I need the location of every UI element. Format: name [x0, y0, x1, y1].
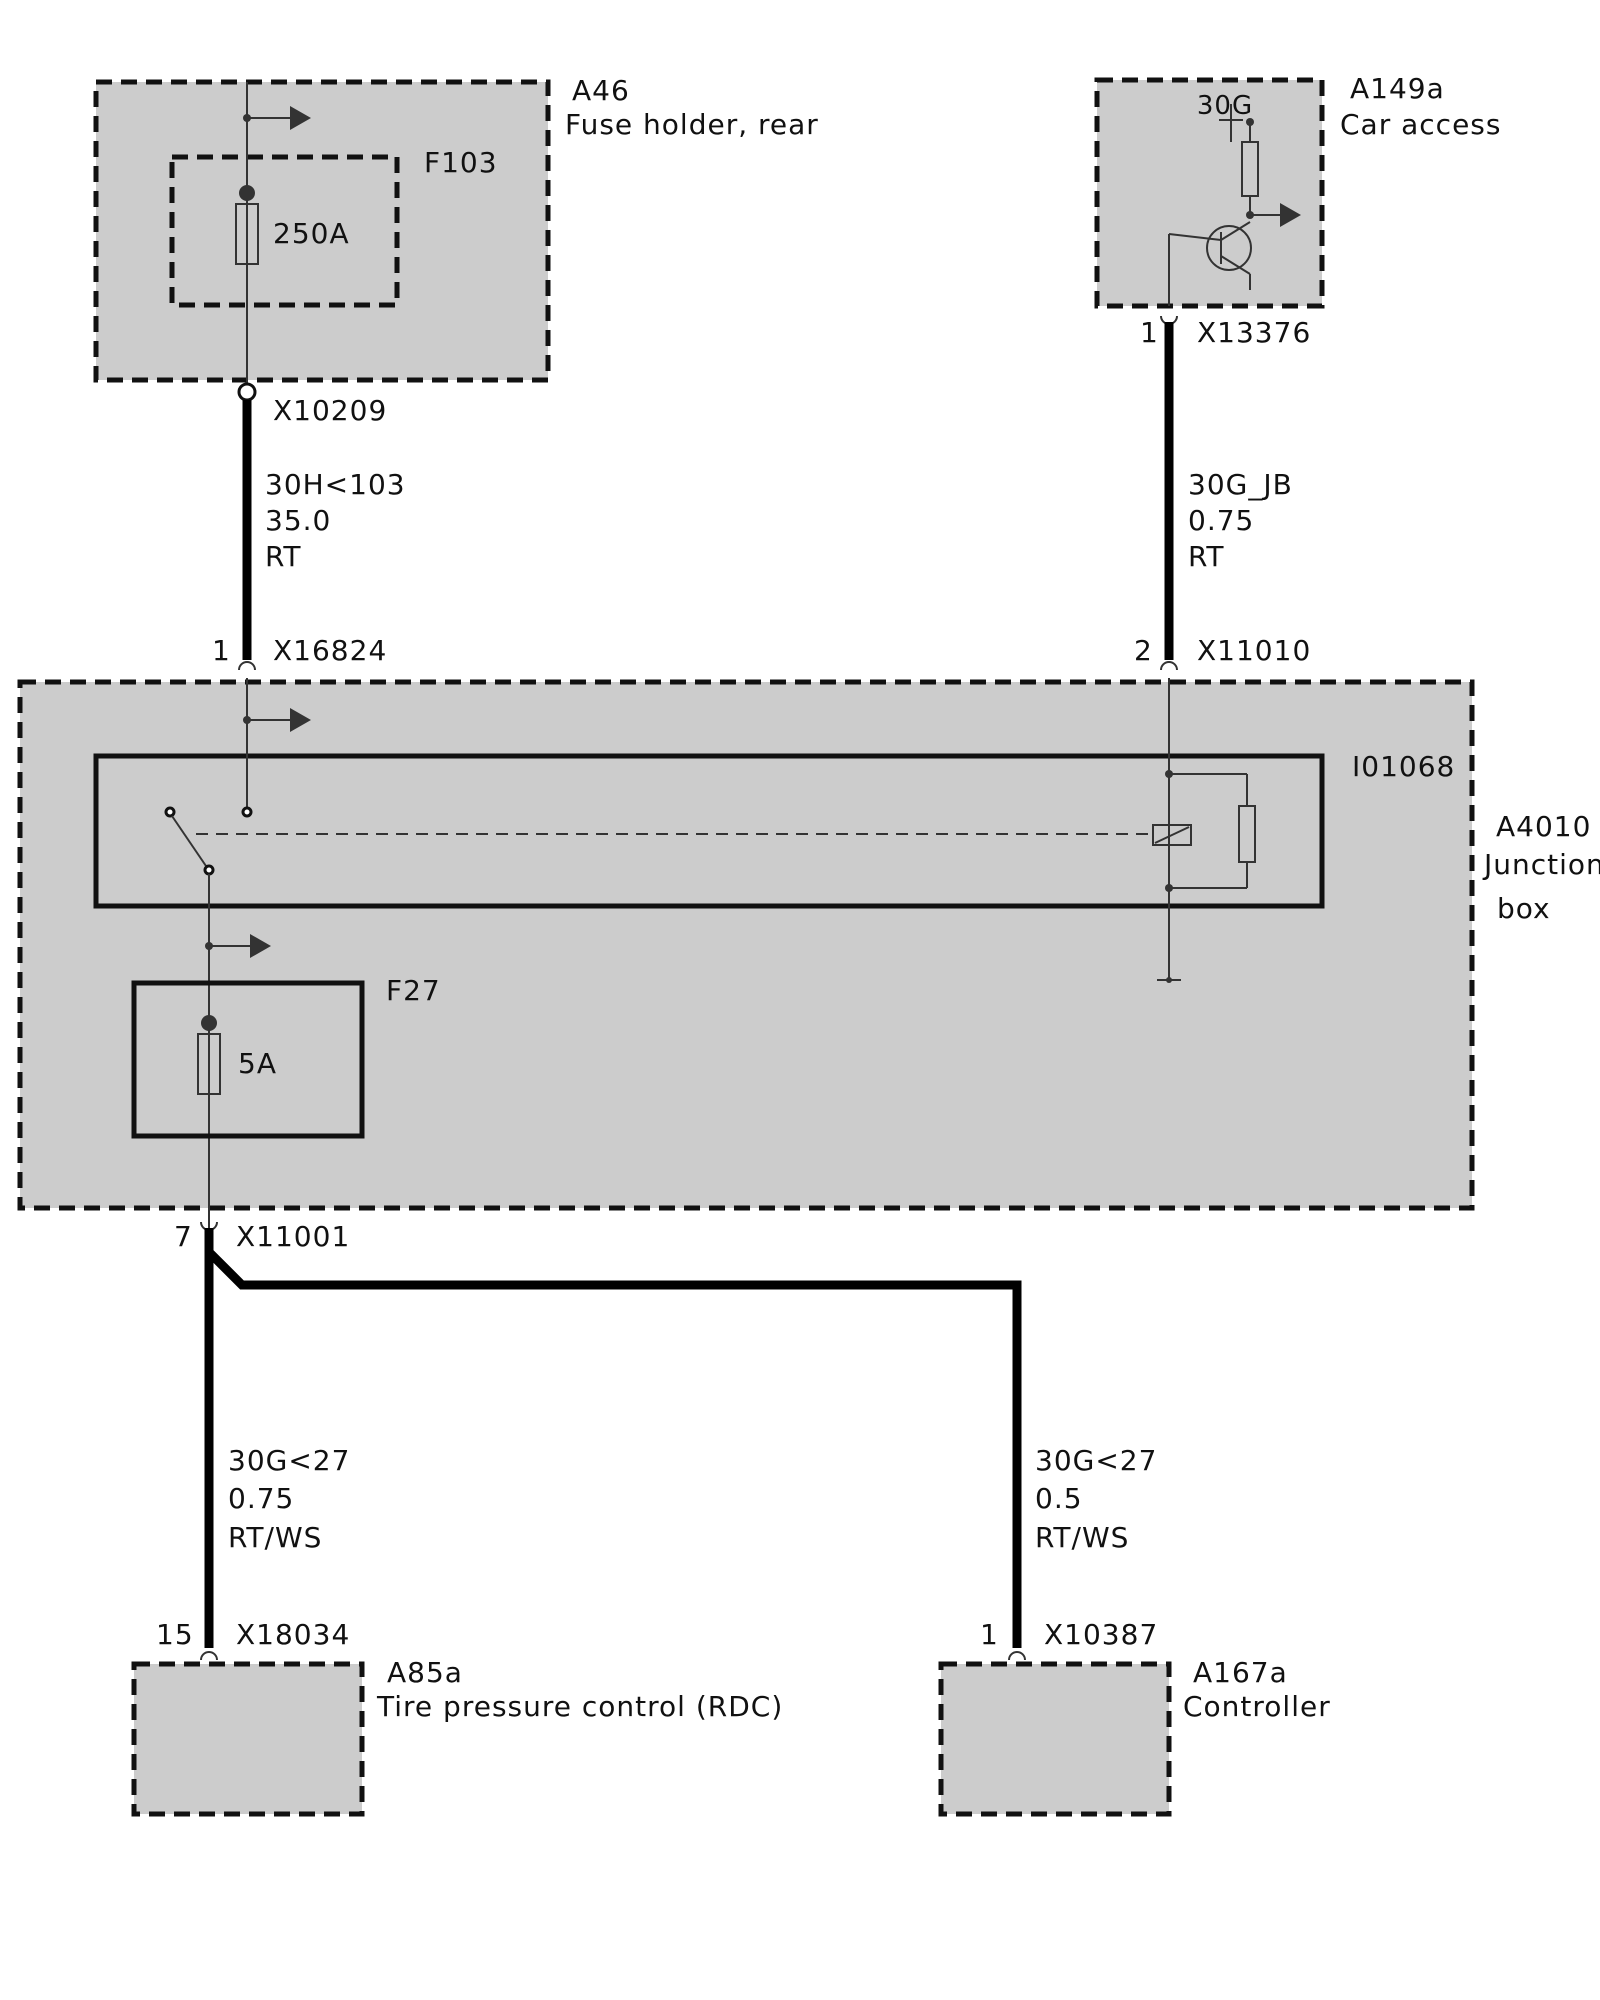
w4-color: RT/WS	[1035, 1521, 1129, 1554]
a149a-name: Car access	[1340, 108, 1501, 141]
f27-id: F27	[386, 974, 441, 1007]
w3-size: 0.75	[228, 1482, 294, 1515]
a85a-name: Tire pressure control (RDC)	[376, 1690, 783, 1723]
arrow-icon	[1280, 203, 1301, 227]
module-a85a: A85a Tire pressure control (RDC)	[131, 1656, 783, 1817]
a85a-id: A85a	[387, 1656, 463, 1689]
a167a-id: A167a	[1193, 1656, 1288, 1689]
w4-signal: 30G<27	[1035, 1444, 1157, 1477]
x18034-pin: 15	[156, 1618, 194, 1651]
w1-signal: 30H<103	[265, 468, 406, 501]
relay-coil-icon	[1152, 824, 1192, 846]
w3-signal: 30G<27	[228, 1444, 350, 1477]
w3-color: RT/WS	[228, 1521, 322, 1554]
a4010-name-line2: box	[1497, 892, 1551, 925]
module-i01068	[93, 753, 1325, 909]
x11001-id: X11001	[236, 1220, 350, 1253]
a46-name: Fuse holder, rear	[565, 108, 819, 141]
a149a-id: A149a	[1350, 72, 1445, 105]
x13376-pin: 1	[1140, 316, 1159, 349]
fuse-icon	[197, 1033, 221, 1095]
module-f27	[131, 980, 365, 1139]
module-a4010: I01068 F27 5A	[17, 678, 1475, 1228]
w2-signal: 30G_JB	[1188, 468, 1293, 501]
x18034-id: X18034	[236, 1618, 350, 1651]
w4-size: 0.5	[1035, 1482, 1083, 1515]
w2-color: RT	[1188, 540, 1225, 573]
x11001-pin: 7	[174, 1220, 193, 1253]
w1-color: RT	[265, 540, 302, 573]
x16824-pin: 1	[212, 634, 231, 667]
fuse-icon	[235, 203, 259, 265]
transistor-icon	[1206, 225, 1252, 271]
switch-icon	[171, 815, 207, 867]
module-a167a: A167a Controller	[938, 1656, 1331, 1817]
module-a46: A46 Fuse holder, rear F103 250A	[93, 74, 819, 402]
wire-30g-27-b	[205, 1248, 1022, 1648]
a4010-id: A4010	[1496, 810, 1591, 843]
i01068-id: I01068	[1352, 750, 1455, 783]
f103-rating: 250A	[273, 217, 350, 250]
x11010-pin: 2	[1134, 634, 1153, 667]
w1-size: 35.0	[265, 504, 331, 537]
arrow-icon	[290, 106, 311, 130]
x13376-id: X13376	[1197, 316, 1311, 349]
a167a-name: Controller	[1183, 1690, 1331, 1723]
module-a149a: 30G A149a Car access	[1094, 72, 1501, 309]
a4010-name-line1: Junction	[1482, 848, 1600, 881]
x10387-id: X10387	[1044, 1618, 1158, 1651]
f27-rating: 5A	[238, 1047, 277, 1080]
x10209-id: X10209	[273, 394, 387, 427]
x16824-id: X16824	[273, 634, 387, 667]
a149a-terminal: 30G	[1197, 91, 1253, 121]
arrow-icon	[250, 934, 271, 958]
x11010-id: X11010	[1197, 634, 1311, 667]
a46-id: A46	[572, 74, 630, 107]
f103-id: F103	[424, 146, 498, 179]
module-f103	[169, 154, 400, 308]
arrow-icon	[290, 708, 311, 732]
x10387-pin: 1	[980, 1618, 999, 1651]
w2-size: 0.75	[1188, 504, 1254, 537]
